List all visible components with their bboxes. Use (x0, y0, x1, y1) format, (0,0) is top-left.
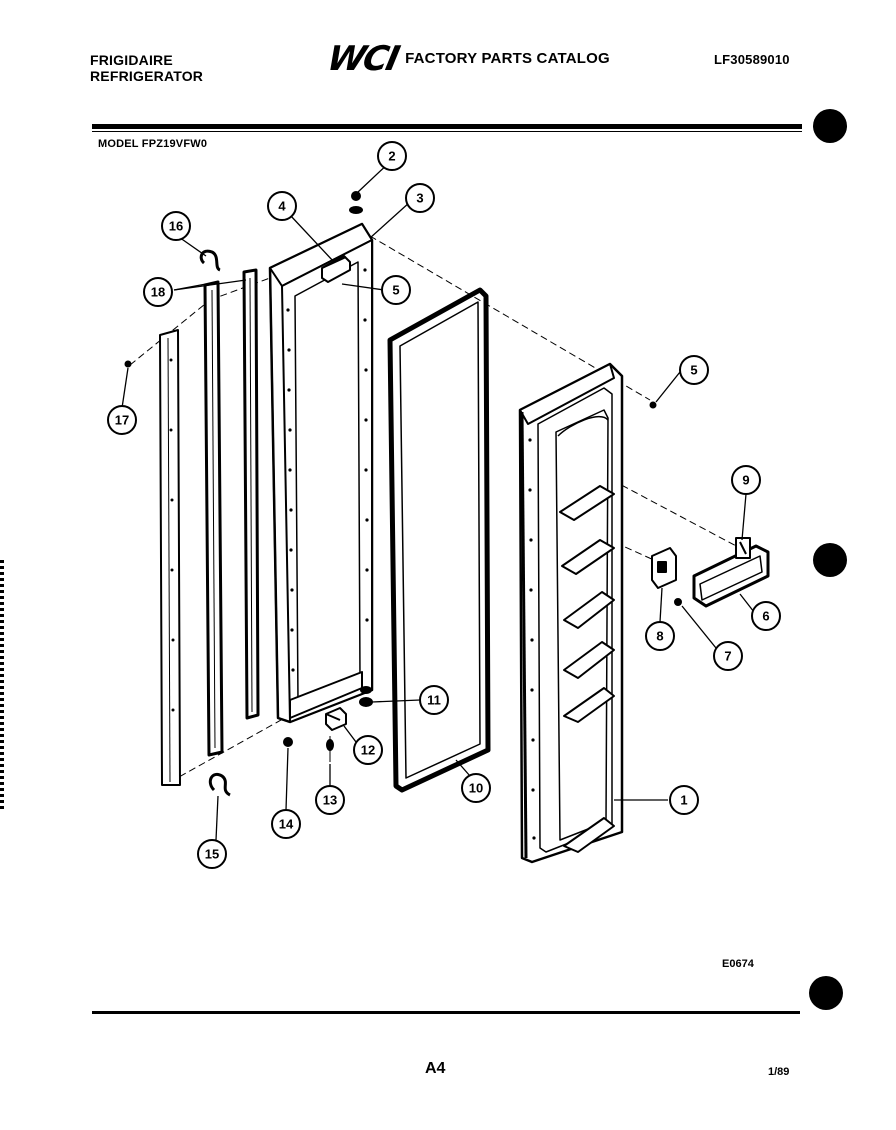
part-11-cap (359, 697, 373, 707)
callout-1: 1 (680, 793, 687, 808)
catalog-title: FACTORY PARTS CATALOG (405, 50, 610, 67)
binder-hole-top (813, 109, 847, 143)
scan-edge-mark (0, 560, 4, 810)
brand-name: FRIGIDAIRE (90, 52, 173, 68)
part-6-handle (692, 544, 770, 608)
page-date: 1/89 (768, 1066, 790, 1078)
part-4-bracket (321, 255, 351, 283)
callout-17: 17 (115, 413, 129, 428)
footer-rule (92, 1011, 800, 1014)
callout-6: 6 (762, 609, 769, 624)
binder-hole-middle (813, 543, 847, 577)
part-9-bracket (735, 537, 751, 559)
leader-lines (121, 159, 755, 841)
callout-5a: 5 (392, 283, 399, 298)
part-13-screw (326, 736, 334, 762)
part-10-gasket (387, 287, 491, 793)
header-rule-thin (92, 131, 802, 132)
callout-14: 14 (279, 817, 294, 832)
callout-13: 13 (323, 793, 337, 808)
catalog-title-block: WCI FACTORY PARTS CATALOG (324, 39, 610, 79)
part-3-door-frame (268, 222, 374, 724)
part-7-screw (674, 598, 682, 606)
part-18-strips (203, 268, 260, 757)
callout-7: 7 (724, 649, 731, 664)
part-1-door-panel (518, 362, 624, 864)
part-5-screw (649, 401, 657, 409)
callout-15: 15 (205, 847, 219, 862)
callout-9: 9 (742, 473, 749, 488)
callout-2: 2 (388, 149, 395, 164)
part-12-stop (325, 707, 347, 731)
callout-3: 3 (416, 191, 423, 206)
callout-11: 11 (427, 693, 441, 708)
product-type: REFRIGERATOR (90, 68, 204, 84)
callout-16: 16 (169, 219, 183, 234)
part-16-clip (199, 249, 221, 272)
callout-10: 10 (469, 781, 483, 796)
brand-block: FRIGIDAIRE REFRIGERATOR (90, 52, 203, 84)
page-number: A4 (425, 1060, 446, 1077)
model-number: MODEL FPZ19VFW0 (98, 138, 208, 150)
callout-5b: 5 (690, 363, 697, 378)
part-2-screw (349, 191, 363, 214)
part-15-clip (208, 773, 231, 797)
binder-hole-bottom (809, 976, 843, 1010)
part-17-left-strip (159, 329, 181, 786)
header-rule (92, 124, 802, 129)
illustration-code: E0674 (722, 958, 754, 970)
part-17-screw (124, 360, 132, 368)
door-shelves (559, 485, 615, 853)
callout-8: 8 (656, 629, 663, 644)
callout-4: 4 (278, 199, 286, 214)
document-number: LF30589010 (714, 52, 790, 67)
callout-18: 18 (151, 285, 165, 300)
callout-12: 12 (361, 743, 375, 758)
part-8-bracket (651, 547, 677, 589)
callout-circles (107, 141, 781, 869)
part-14-plug (283, 737, 293, 747)
